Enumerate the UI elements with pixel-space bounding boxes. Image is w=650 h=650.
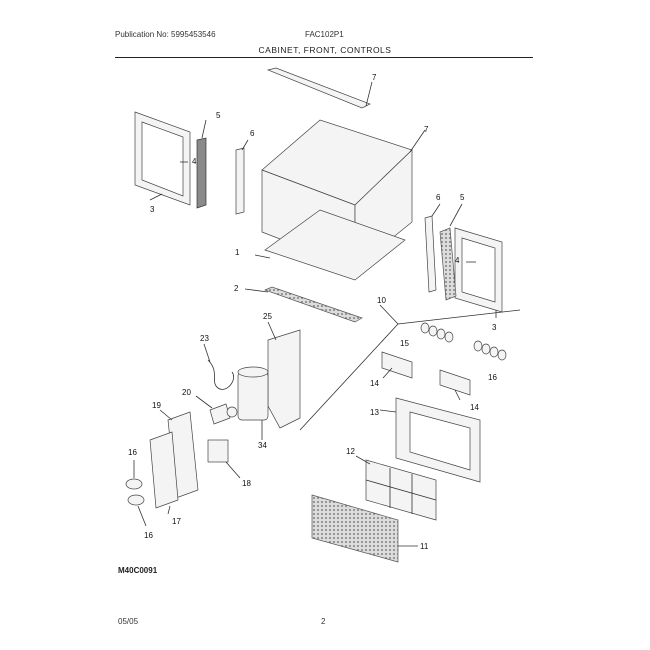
callout-25: 25: [263, 312, 272, 321]
callout-17: 17: [172, 517, 181, 526]
callout-18: 18: [242, 479, 251, 488]
callout-20: 20: [182, 388, 191, 397]
front-assembly-outline: [299, 304, 521, 431]
callout-16-right: 16: [488, 373, 497, 382]
callout-13: 13: [370, 408, 379, 417]
callout-1: 1: [235, 248, 240, 257]
callout-labels: 7 5 6 7 4 3 1 6 5 4 2 3 10 25 23 15 16 1…: [128, 73, 497, 551]
part-cabinet: [254, 119, 426, 281]
callout-15: 15: [400, 339, 409, 348]
model-number: FAC102P1: [305, 30, 344, 39]
callout-5-left: 5: [216, 111, 221, 120]
part-left-side-frame: [134, 111, 249, 215]
part-base-rail: [244, 286, 363, 323]
header-rule: [115, 57, 533, 58]
part-front-panel: [379, 397, 481, 483]
part-wire-harness: [203, 343, 234, 390]
footer-date: 05/05: [118, 617, 139, 626]
callout-7: 7: [424, 125, 429, 134]
callout-14-right: 14: [470, 403, 479, 412]
callout-14-left: 14: [370, 379, 379, 388]
callout-6-left: 6: [250, 129, 255, 138]
part-right-side-frame: [424, 203, 503, 318]
part-control-knobs: [125, 460, 147, 527]
part-control-board: [149, 409, 241, 515]
part-top-rail: [266, 67, 373, 109]
diagram-code: M40C0091: [118, 566, 158, 575]
publication-number: Publication No: 5995453546: [115, 30, 216, 39]
part-switch-component: [195, 395, 238, 425]
callout-23: 23: [200, 334, 209, 343]
callout-4-left: 4: [192, 157, 197, 166]
callout-19: 19: [152, 401, 161, 410]
callout-11: 11: [420, 542, 429, 551]
callout-3-right: 3: [492, 323, 497, 332]
callout-16-upper: 16: [128, 448, 137, 457]
page-number: 2: [321, 617, 326, 626]
callout-5-right: 5: [460, 193, 465, 202]
callout-8-top: 7: [372, 73, 377, 82]
section-title: CABINET, FRONT, CONTROLS: [258, 45, 392, 55]
part-front-grille: [311, 494, 418, 563]
part-control-bracket: [267, 321, 301, 429]
callout-4-right: 4: [455, 256, 460, 265]
callout-3-left: 3: [150, 205, 155, 214]
callout-2: 2: [234, 284, 239, 293]
callout-10: 10: [377, 296, 386, 305]
part-capacitor: [237, 366, 269, 440]
callout-16-lower: 16: [144, 531, 153, 540]
part-louvers-and-knobs: [381, 322, 507, 401]
callout-12: 12: [346, 447, 355, 456]
callout-34: 34: [258, 441, 267, 450]
callout-6-right: 6: [436, 193, 441, 202]
part-filter: [355, 455, 437, 521]
